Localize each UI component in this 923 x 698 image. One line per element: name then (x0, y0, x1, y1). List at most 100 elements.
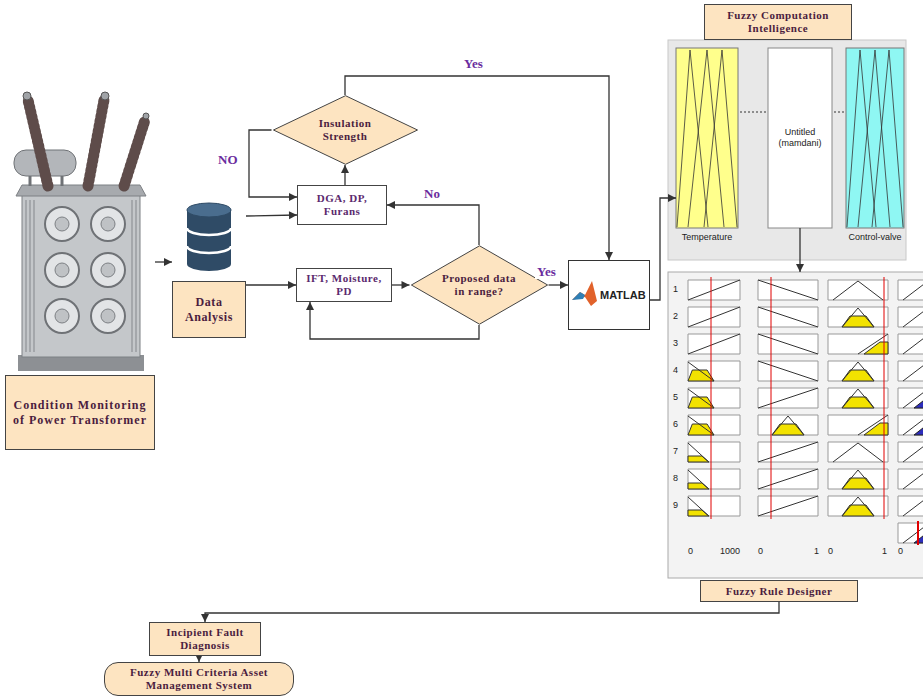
box-label: Fuzzy Multi Criteria Asset Management Sy… (110, 666, 288, 692)
rule-cell (758, 388, 818, 408)
rule-cell (758, 361, 818, 381)
rule-number: 9 (673, 500, 678, 511)
membership-curves (677, 50, 737, 227)
rule-cell (828, 442, 888, 462)
rule-cell (828, 469, 888, 489)
rule-number: 1 (673, 284, 678, 295)
process-box: IFT, Moisture, PD (296, 268, 392, 302)
bushings (28, 100, 145, 186)
output-marker-line (917, 521, 919, 545)
arrow-head (387, 201, 395, 209)
conservator-support (61, 176, 64, 186)
rule-cell (828, 280, 888, 300)
variable-name: Temperature (676, 232, 738, 243)
rule-cell (688, 361, 740, 381)
rule-cell (758, 280, 818, 300)
dotted-link (740, 112, 766, 113)
arrow-head (341, 165, 349, 173)
connector (249, 130, 297, 197)
rule-cell (688, 469, 740, 489)
arrow-head (201, 614, 209, 622)
rule-cell (898, 334, 923, 354)
output-mf-shape (846, 48, 904, 228)
fis-name: Untitled (785, 127, 816, 138)
rule-cell (688, 442, 740, 462)
rule-cell (758, 334, 818, 354)
box-label: Incipient Fault Diagnosis (155, 626, 255, 652)
rule-cell (688, 415, 740, 435)
process-box: DGA, DP, Furans (297, 185, 387, 225)
decision-label: Proposed data in range? (438, 272, 521, 298)
decision-label: Insulation Strength (301, 117, 389, 143)
data-analysis-node: Data Analysis (172, 200, 246, 338)
edge-label: No (422, 186, 442, 201)
rule-cell (898, 388, 923, 408)
box-label: Fuzzy Rule Designer (726, 585, 833, 598)
rule-cell (688, 388, 740, 408)
fis-box: Untitled(mamdani) (768, 48, 832, 228)
rule-number: 6 (673, 419, 678, 430)
arrow-head (796, 264, 804, 272)
connector (345, 76, 609, 260)
transformer-illustration (14, 92, 149, 371)
box-label: Fuzzy Computation Intelligence (710, 9, 846, 35)
conservator-support (29, 176, 32, 186)
decision-diamond: Insulation Strength (272, 95, 419, 165)
terminal-box: Fuzzy Multi Criteria Asset Management Sy… (104, 662, 294, 696)
rule-cell (758, 442, 818, 462)
arrow-head (668, 194, 676, 202)
rule-cell (688, 307, 740, 327)
rule-cell (898, 496, 923, 516)
title-box: Fuzzy Computation Intelligence (704, 4, 852, 40)
diamond-outline (273, 96, 417, 165)
diamond-outline (411, 246, 547, 324)
rule-cell (898, 307, 923, 327)
fis-shape (768, 48, 832, 228)
arrow-head (289, 211, 297, 219)
rule-cell (688, 496, 740, 516)
decision-diamond: Proposed data in range? (410, 245, 549, 325)
cooling-fans (45, 207, 125, 333)
rule-cell (688, 334, 740, 354)
dotted-link (834, 112, 844, 113)
axis-value: 0 (688, 546, 693, 557)
rule-cell (828, 496, 888, 516)
connector (205, 602, 779, 622)
title-box: Fuzzy Rule Designer (700, 580, 858, 602)
bushing-caps (23, 92, 149, 119)
edge-label: Yes (462, 56, 485, 71)
rule-cell (898, 442, 923, 462)
input-marker-line (711, 277, 712, 519)
rule-cell (688, 280, 740, 300)
rule-cell (828, 361, 888, 381)
fis-name: (mamdani) (778, 138, 821, 149)
output-mf-box: Control-valve (846, 48, 904, 252)
fan-hubs (55, 217, 115, 323)
rule-number: 8 (673, 473, 678, 484)
arrow-head (288, 281, 296, 289)
rule-cell (828, 334, 888, 354)
rule-cell (828, 415, 888, 435)
rule-cell (898, 280, 923, 300)
transformer-node: Condition Monitoring of Power Transforme… (5, 88, 155, 450)
rule-cell (898, 523, 923, 543)
connector (387, 205, 479, 245)
rule-cell (898, 469, 923, 489)
axis-value: 0 (898, 546, 903, 557)
arrow-head (164, 258, 172, 266)
axis-value: 0 (828, 546, 833, 557)
rule-number: 5 (673, 392, 678, 403)
rule-cell (828, 388, 888, 408)
rule-number: 2 (673, 311, 678, 322)
process-box: Incipient Fault Diagnosis (149, 622, 261, 656)
rule-number: 7 (673, 446, 678, 457)
rule-cell (898, 415, 923, 435)
rule-cell (898, 361, 923, 381)
axis-value: 1 (882, 546, 887, 557)
caption-box: Condition Monitoring of Power Transforme… (5, 375, 155, 450)
axis-value: 1 (814, 546, 819, 557)
arrow-head (605, 252, 613, 260)
radiator-fins (26, 200, 136, 352)
rule-cell (758, 307, 818, 327)
